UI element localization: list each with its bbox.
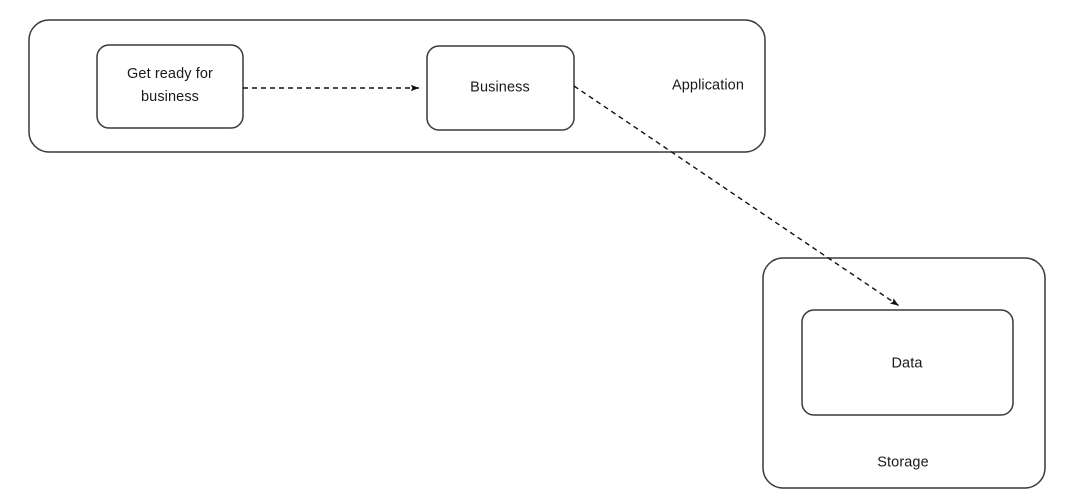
connector-business-to-data [573,85,899,307]
node-data-shape[interactable] [801,309,1014,416]
node-get-ready-for-business-shape[interactable] [96,44,244,129]
container-storage-shape [762,257,1046,489]
node-business-shape[interactable] [426,45,575,131]
container-application-shape [28,19,766,153]
